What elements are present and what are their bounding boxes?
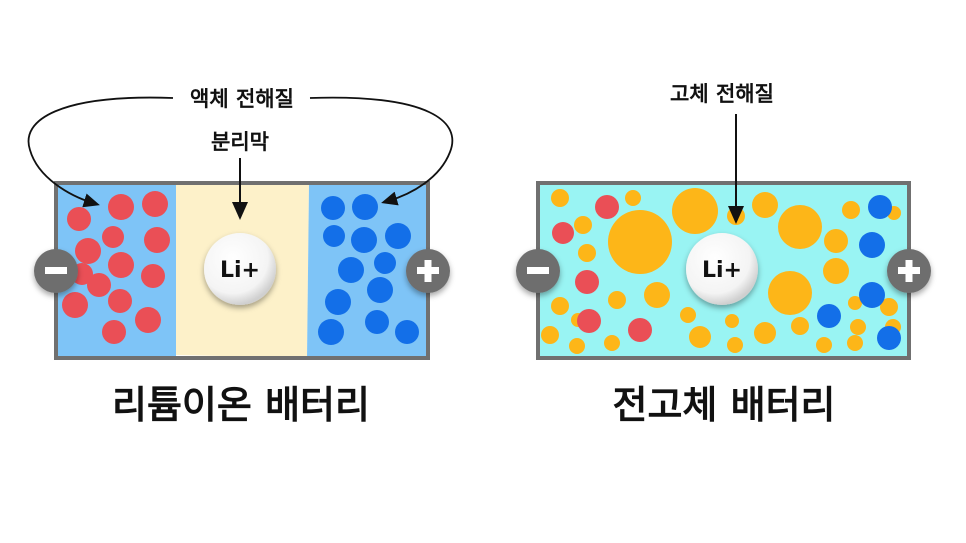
anode-particles	[552, 195, 652, 342]
solid-electrolyte-particles	[541, 188, 901, 354]
lithium-ion-caption: 리튬이온 배터리	[112, 383, 370, 427]
liquid-electrolyte-label: 액체 전해질	[190, 87, 294, 111]
solid-electrolyte-label: 고체 전해질	[670, 82, 774, 106]
electrolyte-loop	[27, 96, 174, 208]
separator-label: 분리막	[211, 130, 269, 154]
lithium-ion-particle: Li+	[686, 233, 758, 305]
lithium-ion-battery: Li+ 액체 전해질 분리막 리튬이온 배터리	[27, 87, 454, 427]
minus-terminal	[34, 249, 78, 293]
solid-state-caption: 전고체 배터리	[613, 383, 836, 427]
plus-terminal	[406, 249, 450, 293]
cathode-particles	[817, 195, 901, 350]
electrolyte-loop	[309, 96, 454, 206]
cathode-particles	[318, 194, 419, 345]
minus-terminal	[516, 249, 560, 293]
plus-terminal	[887, 249, 931, 293]
solid-state-battery: Li+ 고체 전해질 전고체 배터리	[516, 82, 931, 427]
ion-label: Li+	[220, 258, 260, 283]
ion-label: Li+	[702, 258, 742, 283]
anode-particles	[62, 191, 170, 344]
lithium-ion-particle: Li+	[204, 233, 276, 305]
